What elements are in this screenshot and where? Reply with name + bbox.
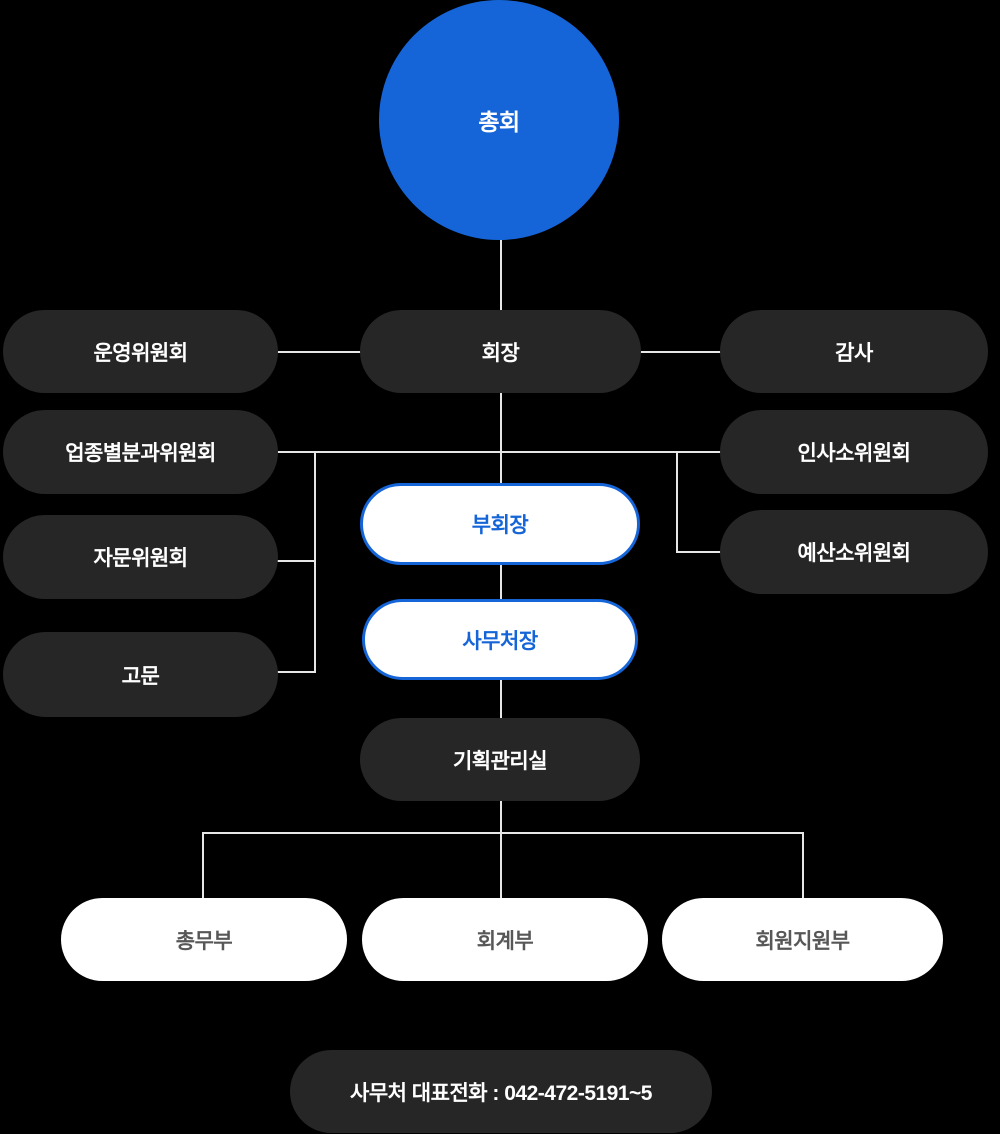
node-secretary-general: 사무처장 (362, 599, 638, 680)
node-general-affairs-dept: 총무부 (61, 898, 347, 981)
connector-planning-to-crossbar (500, 799, 502, 833)
node-hr-subcommittee: 인사소위원회 (720, 410, 988, 494)
connector-root-to-chairman (500, 238, 502, 314)
connector-drop-accounting (500, 832, 502, 900)
connector-stub-budget-subcommittee (676, 551, 722, 553)
node-accounting-dept: 회계부 (362, 898, 648, 981)
connector-vice-to-secretary (500, 563, 502, 603)
node-general-assembly: 총회 (379, 0, 619, 240)
connector-chairman-to-operating (276, 351, 362, 353)
connector-crossbar (277, 451, 722, 453)
connector-stub-advisory-committee (277, 560, 316, 562)
connector-secretary-to-planning (500, 678, 502, 720)
connector-drop-general-affairs (202, 832, 204, 900)
node-sector-subcommittees: 업종별분과위원회 (3, 410, 278, 494)
node-advisory-committee: 자문위원회 (3, 515, 278, 599)
node-planning-management-office: 기획관리실 (360, 718, 640, 801)
connector-bottom-crossbar (202, 832, 804, 834)
node-vice-chairman: 부회장 (360, 483, 640, 565)
connector-left-branch-vertical (314, 451, 316, 673)
node-auditor: 감사 (720, 310, 988, 393)
footer-phone-pill: 사무처 대표전화 : 042-472-5191~5 (290, 1050, 712, 1133)
connector-stub-advisor (277, 671, 316, 673)
node-budget-subcommittee: 예산소위원회 (720, 510, 988, 594)
node-member-support-dept: 회원지원부 (662, 898, 943, 981)
connector-chairman-to-auditor (640, 351, 722, 353)
node-chairman: 회장 (360, 310, 641, 393)
connector-chairman-to-vice (500, 392, 502, 487)
node-operating-committee: 운영위원회 (3, 310, 278, 393)
node-advisor: 고문 (3, 632, 278, 717)
connector-drop-member-support (802, 832, 804, 900)
connector-right-branch-vertical (676, 451, 678, 553)
